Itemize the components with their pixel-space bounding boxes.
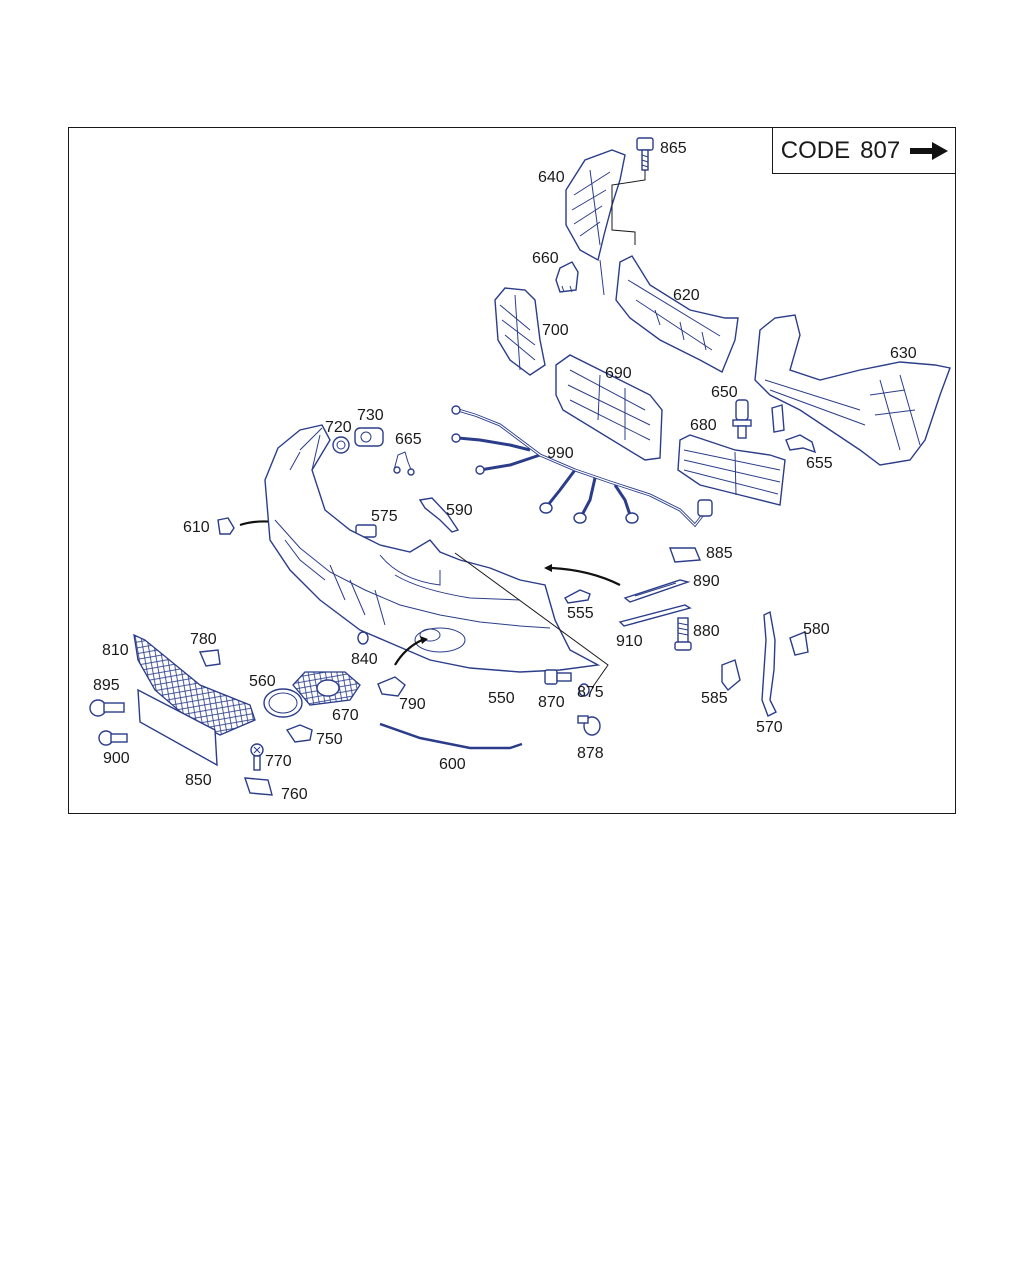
- part-680-grille: [677, 434, 786, 506]
- part-865-bolt: [636, 137, 654, 171]
- callout-580: 580: [803, 621, 830, 638]
- part-655-trim: [785, 434, 817, 454]
- callout-665: 665: [395, 431, 422, 448]
- part-770-screw: [250, 743, 264, 771]
- part-650-bolt: [732, 399, 752, 439]
- part-585-clip: [721, 659, 741, 692]
- part-780-clip: [198, 649, 221, 667]
- part-880-screw: [674, 617, 692, 651]
- part-670-fog-frame: [292, 671, 361, 706]
- callout-550: 550: [488, 690, 515, 707]
- callout-750: 750: [316, 731, 343, 748]
- callout-850: 850: [185, 772, 212, 789]
- part-590-strip: [418, 497, 460, 533]
- callout-610: 610: [183, 519, 210, 536]
- callout-770: 770: [265, 753, 292, 770]
- callout-585: 585: [701, 690, 728, 707]
- part-600-strip: [379, 722, 523, 750]
- part-730-sensor: [354, 427, 384, 447]
- part-555-strip: [564, 589, 591, 604]
- callout-900: 900: [103, 750, 130, 767]
- callout-730: 730: [357, 407, 384, 424]
- part-720-sensor: [332, 436, 350, 454]
- callout-655: 655: [806, 455, 833, 472]
- code-box: CODE 807: [772, 128, 956, 174]
- callout-570: 570: [756, 719, 783, 736]
- part-610-cap: [217, 517, 235, 535]
- callout-640: 640: [538, 169, 565, 186]
- part-870-bolt: [544, 669, 572, 685]
- part-620-crossmember: [615, 255, 739, 373]
- callout-600: 600: [439, 756, 466, 773]
- part-990-harness: [451, 405, 713, 528]
- part-630-bracket: [754, 314, 951, 466]
- part-570-bracket: [761, 610, 777, 717]
- callout-555: 555: [567, 605, 594, 622]
- callout-880: 880: [693, 623, 720, 640]
- part-895-bolt: [89, 699, 125, 717]
- callout-650: 650: [711, 384, 738, 401]
- callout-865: 865: [660, 140, 687, 157]
- part-878-rivet: [577, 715, 601, 736]
- part-575-clip: [355, 524, 377, 538]
- part-840-plug: [357, 631, 369, 645]
- callout-720: 720: [325, 419, 352, 436]
- part-850-plate: [137, 688, 218, 767]
- callout-560: 560: [249, 673, 276, 690]
- callout-590: 590: [446, 502, 473, 519]
- callout-660: 660: [532, 250, 559, 267]
- callout-990: 990: [547, 445, 574, 462]
- callout-790: 790: [399, 696, 426, 713]
- callout-840: 840: [351, 651, 378, 668]
- callout-630: 630: [890, 345, 917, 362]
- part-750-nut: [285, 724, 313, 743]
- callout-890: 890: [693, 573, 720, 590]
- right-arrow-icon: [910, 141, 949, 160]
- part-580-clip: [789, 631, 809, 656]
- callout-878: 878: [577, 745, 604, 762]
- diagram-frame: [68, 127, 956, 814]
- callout-875: 875: [577, 684, 604, 701]
- part-890-strip: [623, 579, 691, 603]
- callout-810: 810: [102, 642, 129, 659]
- callout-690: 690: [605, 365, 632, 382]
- code-label: CODE: [780, 136, 851, 164]
- part-660-cap: [555, 261, 579, 293]
- callout-620: 620: [673, 287, 700, 304]
- part-665-clip: [393, 451, 415, 476]
- part-550-bumper: [264, 424, 601, 673]
- part-690-absorber: [555, 354, 663, 461]
- callout-700: 700: [542, 322, 569, 339]
- part-900-bolt: [98, 730, 128, 746]
- part-910-strip: [618, 604, 692, 627]
- part-885-clip: [669, 547, 702, 563]
- callout-575: 575: [371, 508, 398, 525]
- callout-895: 895: [93, 677, 120, 694]
- part-760-clip: [243, 777, 273, 796]
- callout-870: 870: [538, 694, 565, 711]
- callout-910: 910: [616, 633, 643, 650]
- callout-780: 780: [190, 631, 217, 648]
- callout-885: 885: [706, 545, 733, 562]
- callout-670: 670: [332, 707, 359, 724]
- part-790-clip: [377, 676, 406, 697]
- part-875-washer: [578, 683, 590, 697]
- callout-680: 680: [690, 417, 717, 434]
- part-700-bracket: [494, 287, 546, 376]
- callout-760: 760: [281, 786, 308, 803]
- part-810-grille: [133, 633, 256, 736]
- code-number: 807: [860, 136, 901, 164]
